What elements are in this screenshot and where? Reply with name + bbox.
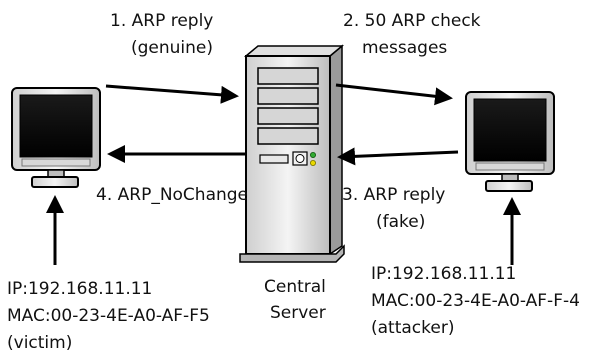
step3-label-line2: (fake) xyxy=(376,212,425,232)
attacker-ip: IP:192.168.11.11 xyxy=(371,264,516,284)
server-label-line1: Central xyxy=(264,277,326,297)
victim-mac: MAC:00-23-4E-A0-AF-F5 xyxy=(7,306,210,326)
arrow-step1 xyxy=(105,84,239,104)
step1-label-line2: (genuine) xyxy=(131,38,213,58)
step2-label-line1: 2. 50 ARP check xyxy=(343,11,481,31)
arrow-step2 xyxy=(335,83,453,106)
arrow-step3 xyxy=(337,147,459,166)
step4-label: 4. ARP_NoChange xyxy=(96,185,248,205)
server-tower-icon xyxy=(239,44,345,263)
step2-label-line2: messages xyxy=(362,38,447,58)
server-label-line2: Server xyxy=(270,303,326,323)
victim-role: (victim) xyxy=(7,333,72,353)
attacker-role: (attacker) xyxy=(371,318,454,338)
attacker-mac: MAC:00-23-4E-A0-AF-F-4 xyxy=(371,291,580,311)
victim-ip: IP:192.168.11.11 xyxy=(7,279,152,299)
victim-monitor-icon xyxy=(11,87,101,188)
step3-label-line1: 3. ARP reply xyxy=(342,185,445,205)
step1-label-line1: 1. ARP reply xyxy=(110,11,213,31)
attacker-monitor-icon xyxy=(465,91,555,192)
